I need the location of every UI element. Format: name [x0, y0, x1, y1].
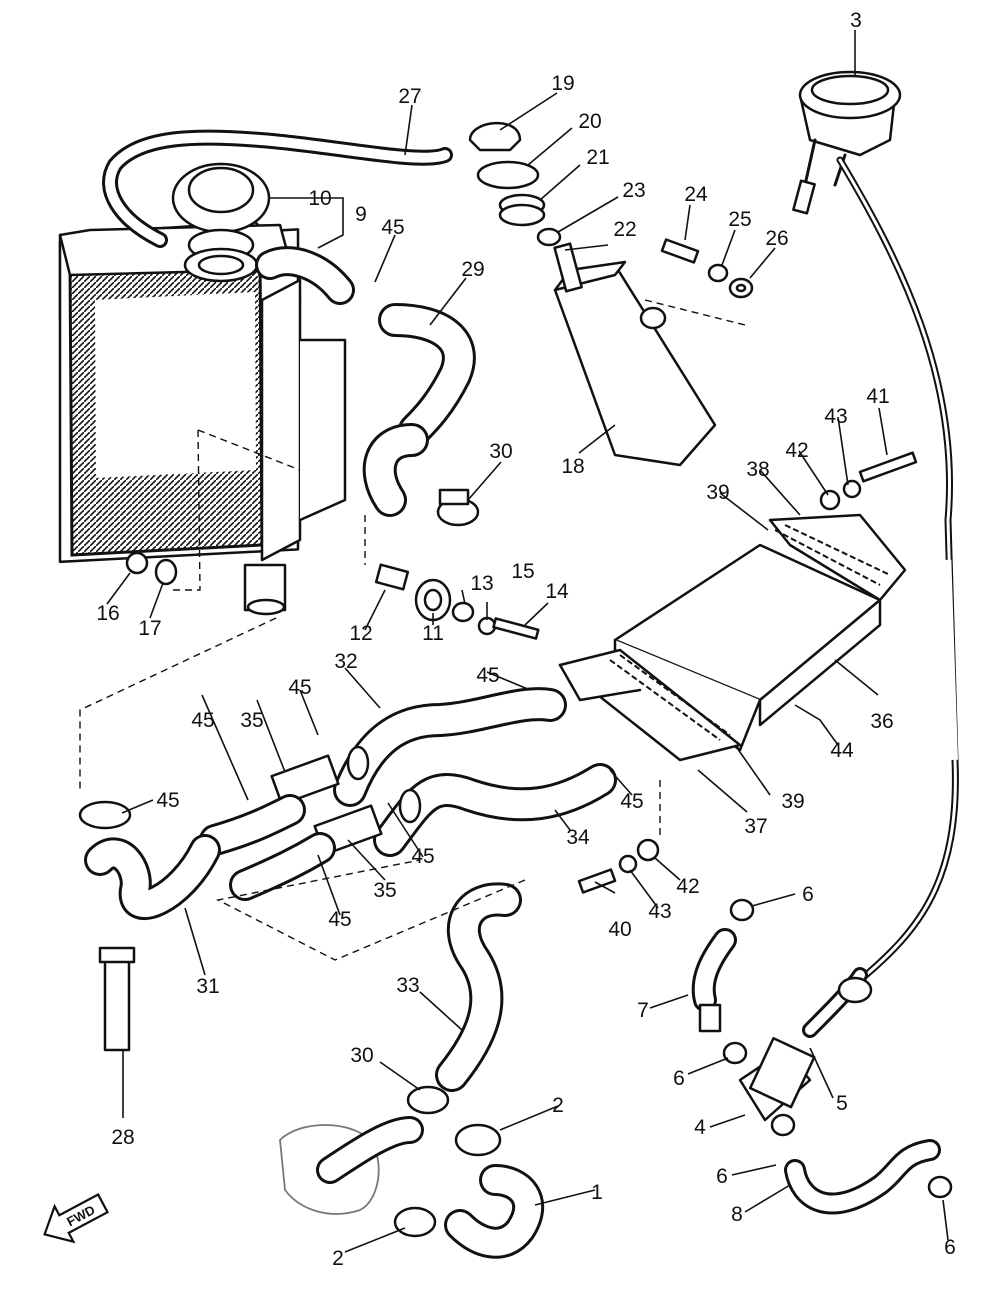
callout-45: 45: [381, 216, 404, 239]
callout-45: 45: [288, 676, 311, 699]
callout-29: 29: [461, 258, 484, 281]
callout-3: 3: [850, 9, 862, 32]
hose-clamp-30-upper: [436, 488, 480, 527]
mounting-hardware: [374, 563, 540, 640]
thermostat-housing: [558, 513, 907, 762]
reservoir-cap-assembly: [468, 121, 562, 247]
callout-45: 45: [476, 664, 499, 687]
callout-24: 24: [684, 183, 708, 206]
thermostat-bolts-lower: [577, 838, 660, 894]
callout-39: 39: [706, 481, 729, 504]
callout-6: 6: [673, 1067, 685, 1090]
callout-42: 42: [785, 439, 808, 462]
callout-9: 9: [355, 203, 367, 226]
callout-19: 19: [551, 72, 574, 95]
callout-12: 12: [349, 622, 372, 645]
callout-23: 23: [622, 179, 645, 202]
callout-16: 16: [96, 602, 119, 625]
thermostat-bolts-upper: [819, 451, 918, 511]
hose-clamps-2: [393, 1123, 502, 1238]
callout-22: 22: [613, 218, 636, 241]
leader-lines: [106, 30, 949, 1253]
callout-36: 36: [870, 710, 893, 733]
hose-clamp-45-left: [78, 800, 132, 830]
reservoir-tank: [553, 242, 717, 467]
reservoir-bolt-set: [660, 238, 754, 299]
callout-37: 37: [744, 815, 767, 838]
callout-32: 32: [334, 650, 357, 673]
forward-arrow-icon: FWD: [43, 1193, 110, 1244]
callout-18: 18: [561, 455, 584, 478]
callout-20: 20: [578, 110, 601, 133]
callout-45: 45: [156, 789, 179, 812]
callout-6: 6: [944, 1236, 956, 1259]
callout-33: 33: [396, 974, 419, 997]
callout-2: 2: [332, 1247, 344, 1270]
callout-6: 6: [716, 1165, 728, 1188]
callout-38: 38: [746, 458, 769, 481]
callout-45: 45: [328, 908, 351, 931]
callout-10: 10: [308, 187, 331, 210]
callout-5: 5: [836, 1092, 848, 1115]
hose-clamp-30-lower: [406, 1085, 450, 1115]
callout-30: 30: [350, 1044, 373, 1067]
callout-numbers: 1 2 2 3 4 5 6 6 6 6 7 8 9 10 11 12 13 14…: [96, 9, 956, 1270]
callout-34: 34: [566, 826, 590, 849]
water-pump: [279, 1116, 424, 1215]
callout-28: 28: [111, 1126, 134, 1149]
callout-35: 35: [373, 879, 396, 902]
thermo-unit: [98, 946, 136, 1052]
callout-45: 45: [411, 845, 434, 868]
callout-43: 43: [648, 900, 671, 923]
callout-31: 31: [196, 975, 219, 998]
callout-35: 35: [240, 709, 263, 732]
callout-4: 4: [694, 1116, 706, 1139]
callout-7: 7: [637, 999, 649, 1022]
callout-14: 14: [545, 580, 569, 603]
callout-21: 21: [586, 146, 609, 169]
nut-and-washer: [125, 551, 178, 586]
reference-lines: [79, 299, 746, 961]
callout-15: 15: [511, 560, 534, 583]
hose-clips-6: [722, 898, 953, 1199]
callout-25: 25: [728, 208, 751, 231]
callout-6: 6: [802, 883, 814, 906]
callout-30: 30: [489, 440, 512, 463]
callout-2: 2: [552, 1094, 564, 1117]
callout-40: 40: [608, 918, 631, 941]
callout-27: 27: [398, 85, 421, 108]
callout-39: 39: [781, 790, 804, 813]
temperature-gauge: [792, 70, 902, 215]
callout-13: 13: [470, 572, 493, 595]
callout-42: 42: [676, 875, 699, 898]
callout-26: 26: [765, 227, 788, 250]
callout-8: 8: [731, 1203, 743, 1226]
callout-45: 45: [191, 709, 214, 732]
callout-1: 1: [591, 1181, 603, 1204]
radiator-cap: [171, 162, 271, 283]
callout-45: 45: [620, 790, 643, 813]
callout-44: 44: [830, 739, 854, 762]
callout-43: 43: [824, 405, 847, 428]
radiator: [58, 220, 347, 616]
hose-joints-35: [270, 745, 422, 856]
temperature-sensor-assembly: [738, 967, 873, 1122]
callout-11: 11: [422, 622, 444, 645]
callout-17: 17: [138, 617, 161, 640]
callout-41: 41: [866, 385, 889, 408]
